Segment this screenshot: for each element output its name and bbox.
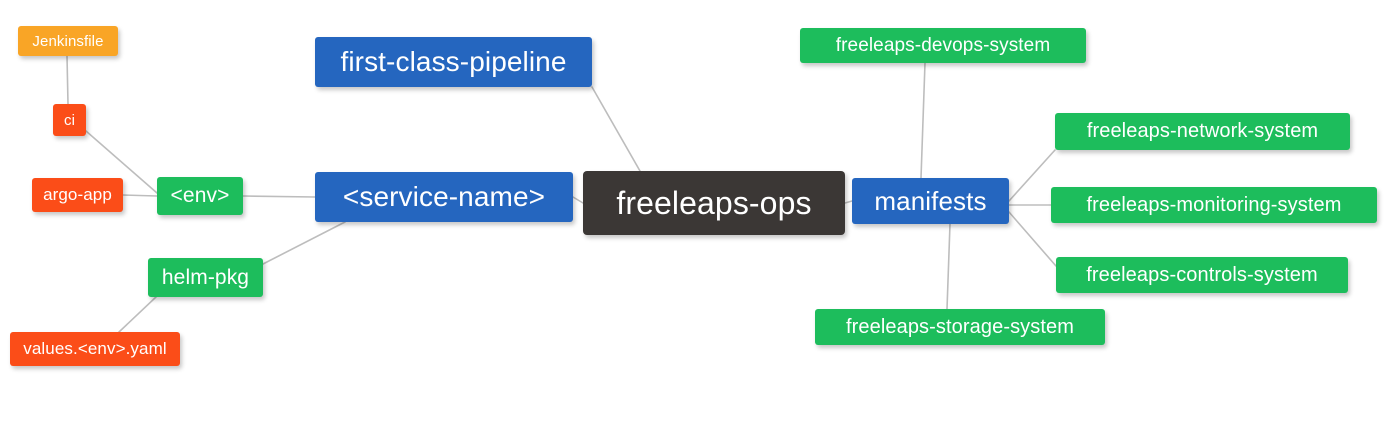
mindmap-node-argo-app[interactable]: argo-app	[32, 178, 123, 212]
node-label: freeleaps-controls-system	[1086, 263, 1318, 286]
edge-service-name-to-env	[242, 195, 316, 198]
node-label: values.<env>.yaml	[23, 339, 167, 358]
edge-freeleaps-ops-to-manifests	[844, 200, 853, 204]
mindmap-node-monitoring-system[interactable]: freeleaps-monitoring-system	[1051, 187, 1377, 223]
node-label: argo-app	[43, 185, 112, 204]
node-label: first-class-pipeline	[340, 46, 567, 77]
mindmap-node-controls-system[interactable]: freeleaps-controls-system	[1056, 257, 1348, 293]
node-label: manifests	[874, 185, 987, 216]
node-label: <service-name>	[342, 181, 546, 212]
mindmap-node-network-system[interactable]: freeleaps-network-system	[1055, 113, 1350, 150]
node-label: freeleaps-storage-system	[845, 315, 1075, 338]
node-label: helm-pkg	[161, 265, 250, 289]
node-label: freeleaps-devops-system	[835, 34, 1051, 56]
edge-manifests-to-storage-system	[946, 223, 951, 310]
node-label: freeleaps-monitoring-system	[1086, 193, 1342, 216]
mindmap-node-first-class-pipeline[interactable]: first-class-pipeline	[315, 37, 592, 87]
mindmap-node-devops-system[interactable]: freeleaps-devops-system	[800, 28, 1086, 63]
node-label: freeleaps-network-system	[1086, 120, 1319, 142]
mindmap-node-freeleaps-ops[interactable]: freeleaps-ops	[583, 171, 845, 235]
mindmap-node-jenkinsfile[interactable]: Jenkinsfile	[18, 26, 118, 56]
edge-manifests-to-network-system	[1008, 149, 1056, 202]
edge-manifests-to-devops-system	[920, 62, 926, 179]
node-label: <env>	[170, 184, 230, 207]
edge-env-to-argo-app	[122, 194, 158, 197]
edge-service-name-to-helm-pkg	[262, 221, 346, 265]
mindmap-node-env[interactable]: <env>	[157, 177, 243, 215]
edge-helm-pkg-to-values-yaml	[118, 296, 157, 333]
edge-manifests-to-controls-system	[1008, 211, 1057, 267]
mindmap-node-service-name[interactable]: <service-name>	[315, 172, 573, 222]
node-label: ci	[63, 111, 76, 129]
edge-freeleaps-ops-to-service-name	[572, 196, 584, 204]
mindmap-node-manifests[interactable]: manifests	[852, 178, 1009, 224]
mindmap-node-ci[interactable]: ci	[53, 104, 86, 136]
edge-freeleaps-ops-to-first-class-pipeline	[591, 86, 641, 172]
node-label: freeleaps-ops	[616, 184, 812, 221]
mindmap-node-helm-pkg[interactable]: helm-pkg	[148, 258, 263, 297]
node-label: Jenkinsfile	[32, 32, 104, 50]
mindmap-node-storage-system[interactable]: freeleaps-storage-system	[815, 309, 1105, 345]
edge-ci-to-jenkinsfile	[66, 55, 69, 105]
mindmap-node-values-yaml[interactable]: values.<env>.yaml	[10, 332, 180, 366]
